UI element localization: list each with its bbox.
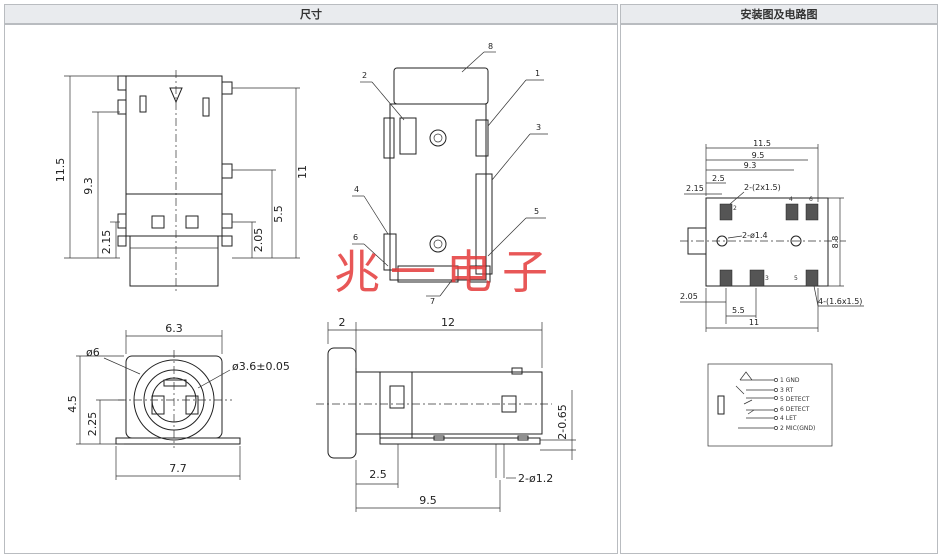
callout-8: 8 xyxy=(488,42,493,51)
circuit-label-1: 1 GND xyxy=(780,377,800,384)
fp-dim-hole: 2-ø1.4 xyxy=(742,231,768,240)
callout-3: 3 xyxy=(536,123,541,132)
pin-5: 5 xyxy=(794,275,798,282)
fp-dim-95: 9.5 xyxy=(752,151,765,160)
side-view: 11.5 9.3 2.15 11 5.5 2.05 xyxy=(54,70,309,292)
top-view: 2 12 2.5 9.5 2-0.65 2-ø1.2 xyxy=(316,316,576,512)
header-install-circuit: 安装图及电路图 xyxy=(620,4,938,24)
callout-5: 5 xyxy=(534,207,539,216)
dim-side-height: 11.5 xyxy=(54,158,67,183)
pin-4: 4 xyxy=(789,196,793,203)
callout-1: 1 xyxy=(535,69,540,78)
install-panel xyxy=(620,24,938,554)
dim-side-low: 2.15 xyxy=(100,230,113,255)
callout-4: 4 xyxy=(354,185,359,194)
dim-top-post: 2-ø1.2 xyxy=(518,472,553,485)
pin-2: 2 xyxy=(733,205,737,212)
fp-dim-205: 2.05 xyxy=(680,292,698,301)
dim-front-center: 2.25 xyxy=(86,412,99,437)
callout-2: 2 xyxy=(362,71,367,80)
fp-dim-total: 11.5 xyxy=(753,139,771,148)
fp-dim-11: 11 xyxy=(749,318,759,327)
footprint-view: 2 4 6 3 5 11.5 9.5 9.3 2.5 2.15 2-(2x1.5… xyxy=(680,139,864,332)
fp-dim-4x: 4-(1.6x1.5) xyxy=(818,297,862,306)
dim-front-hole: ø3.6±0.05 xyxy=(232,360,290,373)
dim-front-width: 6.3 xyxy=(165,322,183,335)
watermark: 兆一电子 xyxy=(334,245,558,299)
dim-front-h: 4.5 xyxy=(66,395,79,413)
circuit-diagram: 1 GND 3 RT 5 DETECT 6 DETECT 4 LET 2 MIC… xyxy=(707,363,833,447)
dim-front-dia: ø6 xyxy=(86,346,100,359)
callout-6: 6 xyxy=(353,233,358,242)
dim-top-pin: 2.5 xyxy=(369,468,387,481)
fp-dim-2x15: 2-(2x1.5) xyxy=(744,183,781,192)
fp-dim-93: 9.3 xyxy=(744,161,757,170)
fp-dim-55: 5.5 xyxy=(732,306,745,315)
part-view: 8 1 2 3 4 5 6 7 xyxy=(352,42,548,306)
callout-7: 7 xyxy=(430,297,435,306)
header-dimensions-label: 尺寸 xyxy=(300,8,322,21)
dim-top-front: 2 xyxy=(339,316,346,329)
dim-side-pin: 9.3 xyxy=(82,177,95,195)
circuit-label-3: 3 RT xyxy=(780,387,793,394)
circuit-label-6: 6 DETECT xyxy=(780,406,810,413)
dim-side-total: 11 xyxy=(296,165,309,179)
pin-3: 3 xyxy=(765,275,769,282)
fp-dim-25: 2.5 xyxy=(712,174,725,183)
dim-top-span: 9.5 xyxy=(419,494,437,507)
fp-dim-88: 8.8 xyxy=(831,236,840,249)
header-dimensions: 尺寸 xyxy=(4,4,618,24)
fp-dim-215: 2.15 xyxy=(686,184,704,193)
pin-6: 6 xyxy=(809,196,813,203)
front-view: 6.3 ø6 ø3.6±0.05 4.5 2.25 7.7 xyxy=(66,322,290,480)
circuit-label-4: 4 LET xyxy=(780,415,797,422)
circuit-label-5: 5 DETECT xyxy=(780,396,810,403)
dim-side-mid: 5.5 xyxy=(272,205,285,223)
dim-front-base: 7.7 xyxy=(169,462,187,475)
dim-top-offset: 2-0.65 xyxy=(556,404,569,439)
circuit-label-2: 2 MIC(GND) xyxy=(780,425,815,432)
dim-side-base: 2.05 xyxy=(252,228,265,253)
header-install-circuit-label: 安装图及电路图 xyxy=(740,8,818,21)
dim-top-length: 12 xyxy=(441,316,455,329)
